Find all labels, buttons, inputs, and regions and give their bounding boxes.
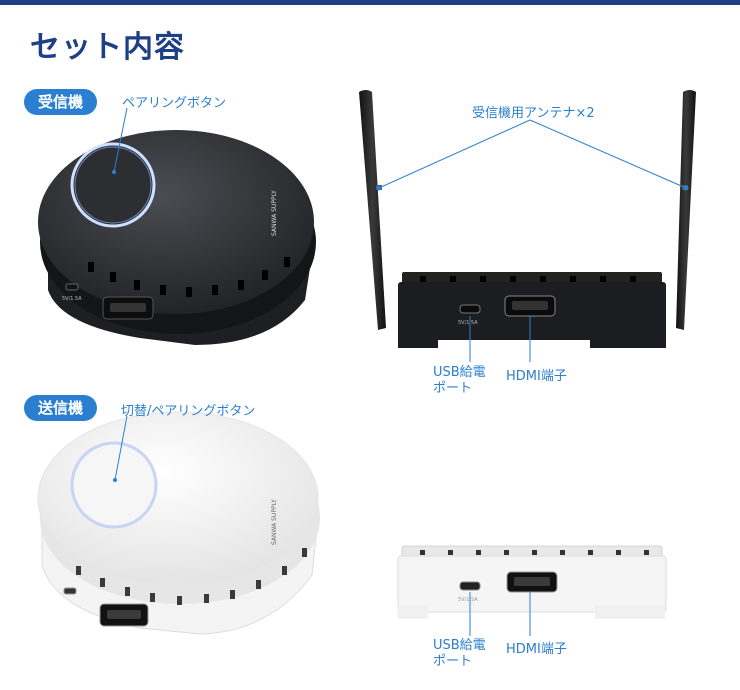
- receiver-rear-device: 5V/1.5A: [359, 90, 696, 348]
- transmitter-rear-device: 5V/1.5A: [397, 545, 667, 619]
- receiver-device: 5V/1.5A SANWA SUPPLY: [38, 130, 316, 345]
- receiver-badge: 受信機: [24, 89, 98, 115]
- receiver-port-print: 5V/1.5A: [62, 296, 82, 302]
- receiver-pairing-button-label: ペアリングボタン: [122, 96, 227, 111]
- top-accent-bar: [0, 0, 740, 5]
- transmitter-rear-port-print: 5V/1.5A: [458, 597, 478, 603]
- transmitter-button-label: 切替/ペアリングボタン: [121, 404, 256, 419]
- receiver-usb-label: USB給電 ポート: [433, 365, 486, 397]
- receiver-hdmi-label: HDMI端子: [506, 369, 567, 384]
- antenna-label: 受信機用アンテナ×2: [472, 106, 595, 121]
- receiver-brand-print: SANWA SUPPLY: [271, 190, 278, 236]
- transmitter-usb-label-line1: USB給電: [433, 638, 486, 653]
- transmitter-brand-print: SANWA SUPPLY: [271, 499, 278, 545]
- leader-lines: [113, 107, 687, 636]
- receiver-usb-label-line1: USB給電: [433, 365, 486, 380]
- page-title: セット内容: [30, 30, 185, 65]
- transmitter-usb-label-line2: ポート: [433, 654, 473, 669]
- receiver-rear-port-print: 5V/1.5A: [458, 320, 478, 326]
- transmitter-hdmi-label: HDMI端子: [506, 642, 567, 657]
- receiver-usb-label-line2: ポート: [433, 381, 473, 396]
- transmitter-badge: 送信機: [24, 395, 98, 421]
- transmitter-usb-label: USB給電 ポート: [433, 638, 486, 670]
- transmitter-device: SANWA SUPPLY: [37, 411, 320, 635]
